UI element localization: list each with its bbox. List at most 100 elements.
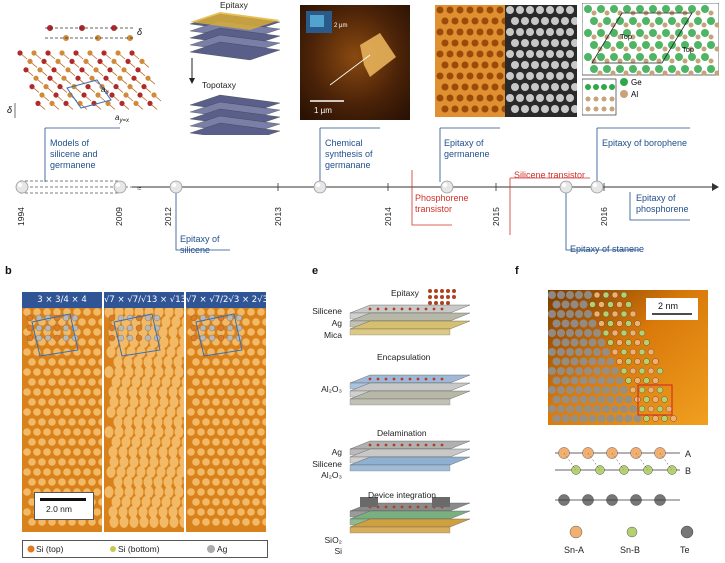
stanene-side-view: A B Sn-A Sn-B Te: [555, 447, 694, 555]
stanene-stm: 2 nm: [548, 290, 708, 425]
layer-a-label: A: [685, 449, 691, 459]
atom: [55, 58, 61, 64]
year-2014: 2014: [383, 207, 393, 226]
atom: [139, 58, 145, 64]
layer-ag-3: Ag: [331, 447, 342, 457]
te-legend-marker: [680, 525, 694, 539]
atom: [51, 67, 57, 73]
atom: [101, 50, 107, 56]
snb-legend-marker: [626, 526, 638, 538]
atom: [109, 92, 115, 98]
atom: [113, 84, 119, 90]
atom: [93, 67, 99, 73]
atom: [53, 92, 59, 98]
year-2013: 2013: [273, 207, 283, 226]
atom: [115, 50, 121, 56]
atom: [147, 100, 153, 106]
topotaxy-label: Topotaxy: [202, 80, 237, 90]
layer-sio2-4: SiO₂: [324, 535, 342, 545]
layer-al2o3-2: Al₂O₃: [321, 384, 342, 394]
afm-image: 2 µm 1 µm: [300, 5, 410, 120]
ge-al-structure: Top Top Ge Al: [582, 3, 719, 116]
atom: [111, 58, 117, 64]
stm-scale-bar: [40, 498, 86, 501]
sna-legend-label: Sn-A: [564, 545, 584, 555]
honeycomb-structure: δ δ ax ay=x: [7, 25, 162, 124]
al-legend-marker: [620, 90, 628, 98]
epitaxy-topotaxy-illustration: Epitaxy Topotaxy: [189, 0, 281, 135]
event-silicene-transistor: Silicene transistor: [514, 170, 586, 180]
atom: [95, 92, 101, 98]
atom: [81, 92, 87, 98]
timeline: ≈: [15, 127, 719, 251]
svg-text:≈: ≈: [137, 184, 142, 193]
atom: [107, 67, 113, 73]
atom: [35, 100, 41, 106]
atom: [119, 100, 125, 106]
te-legend-label: Te: [680, 545, 690, 555]
al-legend-label: Al: [631, 90, 638, 99]
atom: [75, 75, 81, 81]
ge-legend-marker: [620, 78, 628, 86]
snb-legend-label: Sn-B: [620, 545, 640, 555]
year-2009: 2009: [114, 207, 124, 226]
atom: [89, 75, 95, 81]
layer-si-4: Si: [334, 546, 342, 556]
atom: [57, 84, 63, 90]
panel-letter-b: b: [5, 265, 12, 277]
atom: [69, 58, 75, 64]
atom: [43, 84, 49, 90]
event-epitaxy-phosphorene: Epitaxy of phosphorene: [636, 193, 689, 214]
stm-legend: [22, 540, 268, 558]
layer-silicene-1: Silicene: [312, 306, 342, 316]
event-germanane: Chemical synthesis of germanane: [325, 138, 373, 170]
event-epitaxy-stanene: Epitaxy of stanene: [570, 244, 645, 254]
atom: [121, 67, 127, 73]
epitaxy-label: Epitaxy: [220, 0, 249, 10]
panel-letter-f: f: [515, 265, 519, 277]
atom: [17, 50, 23, 56]
atom: [151, 92, 157, 98]
atom: [63, 100, 69, 106]
atom: [27, 58, 33, 64]
layer-b-label: B: [685, 466, 691, 476]
atom: [137, 92, 143, 98]
ge-legend-label: Ge: [631, 78, 642, 87]
top-label-1: Top: [620, 32, 632, 41]
ag-marker: [207, 545, 215, 553]
si-top-label: Si (top): [36, 544, 64, 554]
atom: [123, 92, 129, 98]
afm-inset-scale: 2 µm: [334, 23, 347, 29]
year-2012: 2012: [163, 207, 173, 226]
stm-panel-3: [186, 292, 266, 532]
step-encap-title: Encapsulation: [377, 352, 431, 362]
atom: [39, 92, 45, 98]
atom: [97, 58, 103, 64]
atom: [111, 25, 117, 31]
lattice-images: [435, 5, 577, 117]
timeline-node: [313, 180, 327, 194]
step-epitaxy-title: Epitaxy: [391, 288, 419, 298]
stm-legend-markers: [27, 545, 215, 553]
atom: [145, 75, 151, 81]
atom: [103, 75, 109, 81]
stm-scale-box: [34, 492, 94, 520]
stm-title-2: √7 × √7/√13 × √13: [104, 292, 184, 308]
atom: [131, 75, 137, 81]
ag-label: Ag: [217, 544, 228, 554]
atom: [29, 84, 35, 90]
sna-legend-marker: [569, 525, 583, 539]
atom: [79, 67, 85, 73]
atom: [117, 75, 123, 81]
si-bottom-label: Si (bottom): [118, 544, 160, 554]
delta-label-top: δ: [137, 27, 143, 37]
event-models: Models of silicene and germanene: [50, 138, 98, 170]
step-device-title: Device integration: [368, 490, 437, 500]
si-bottom-marker: [110, 546, 116, 552]
event-epitaxy-germanene: Epitaxy of germanene: [444, 138, 490, 159]
atom: [83, 58, 89, 64]
atom: [31, 50, 37, 56]
ax-label: ax: [101, 85, 109, 96]
layer-silicene-3: Silicene: [312, 459, 342, 469]
year-2015: 2015: [491, 207, 501, 226]
